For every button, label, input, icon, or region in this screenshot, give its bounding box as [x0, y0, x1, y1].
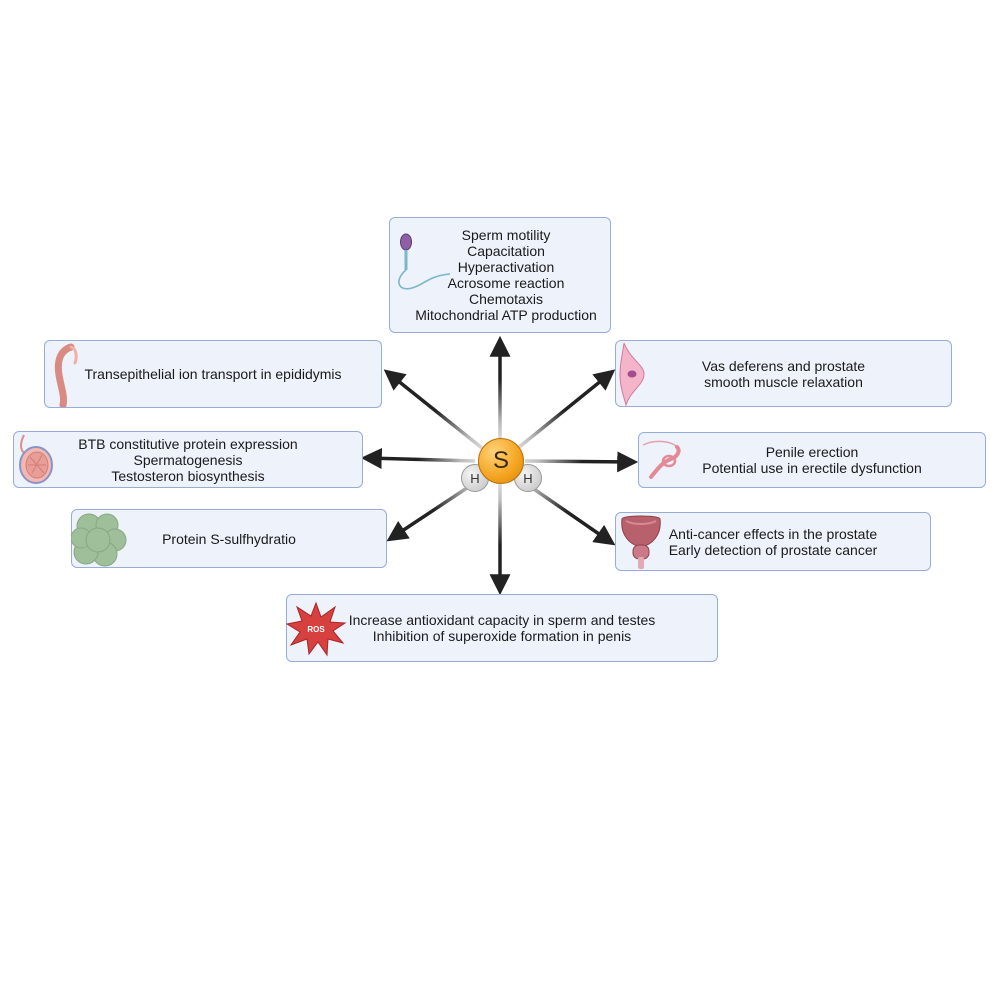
ros-badge-label: ROS [307, 624, 325, 634]
sperm-line-5: Chemotaxis [469, 291, 543, 307]
arrow-to-epididymis [383, 369, 484, 450]
prostate-icon [618, 513, 664, 571]
box-protein: Protein S-sulfhydratio [71, 509, 387, 568]
testis-line-3: Testosteron biosynthesis [111, 467, 265, 484]
arrow-to-vas [516, 369, 616, 450]
box-epididymis: Transepithelial ion transport in epididy… [44, 340, 382, 408]
sperm-line-1: Sperm motility [461, 227, 551, 243]
ros-line-2: Inhibition of superoxide formation in pe… [372, 628, 632, 644]
smooth-muscle-cell-icon [618, 341, 648, 407]
epididymis-line-1: Transepithelial ion transport in epididy… [84, 366, 342, 382]
sperm-line-6: Mitochondrial ATP production [415, 307, 597, 323]
vas-line-1: Vas deferens and prostate [701, 357, 866, 374]
testis-icon [16, 433, 56, 487]
prostate-line-2: Early detection of prostate cancer [668, 541, 878, 558]
ros-burst-icon: ROS [285, 601, 347, 657]
sperm-line-2: Capacitation [467, 243, 545, 259]
arrow-to-penile [524, 451, 639, 473]
epididymis-icon [51, 343, 81, 407]
h2s-molecule: H H S [460, 438, 542, 492]
hydrogen-left-label: H [470, 470, 480, 486]
sulfur-label: S [492, 447, 509, 474]
sperm-line-3: Hyperactivation [457, 259, 555, 275]
hydrogen-right-label: H [523, 470, 533, 486]
protein-line-1: Protein S-sulfhydratio [162, 530, 296, 547]
penile-line-2: Potential use in erectile dysfunction [702, 460, 922, 476]
protein-icon [71, 512, 127, 568]
prostate-line-1: Anti-cancer effects in the prostate [668, 525, 878, 542]
vas-line-2: smooth muscle relaxation [704, 373, 863, 390]
penile-line-1: Penile erection [765, 444, 859, 460]
box-vas-deferens: Vas deferens and prostate smooth muscle … [615, 340, 952, 407]
testis-line-1: BTB constitutive protein expression [78, 435, 298, 452]
box-antioxidant: ROS Increase antioxidant capacity in spe… [285, 594, 718, 662]
penis-icon [641, 437, 683, 485]
sperm-icon [394, 230, 454, 292]
sulfur-atom: S [478, 438, 524, 484]
box-testis: BTB constitutive protein expression Sper… [13, 431, 363, 488]
sperm-line-4: Acrosome reaction [447, 275, 565, 291]
box-penile-erection: Penile erection Potential use in erectil… [638, 432, 986, 488]
box-sperm-functions: Sperm motility Capacitation Hyperactivat… [389, 217, 611, 333]
box-prostate: Anti-cancer effects in the prostate Earl… [615, 512, 931, 571]
testis-line-2: Spermatogenesis [133, 451, 243, 468]
arrow-to-testis [360, 447, 476, 469]
ros-line-1: Increase antioxidant capacity in sperm a… [348, 612, 656, 628]
